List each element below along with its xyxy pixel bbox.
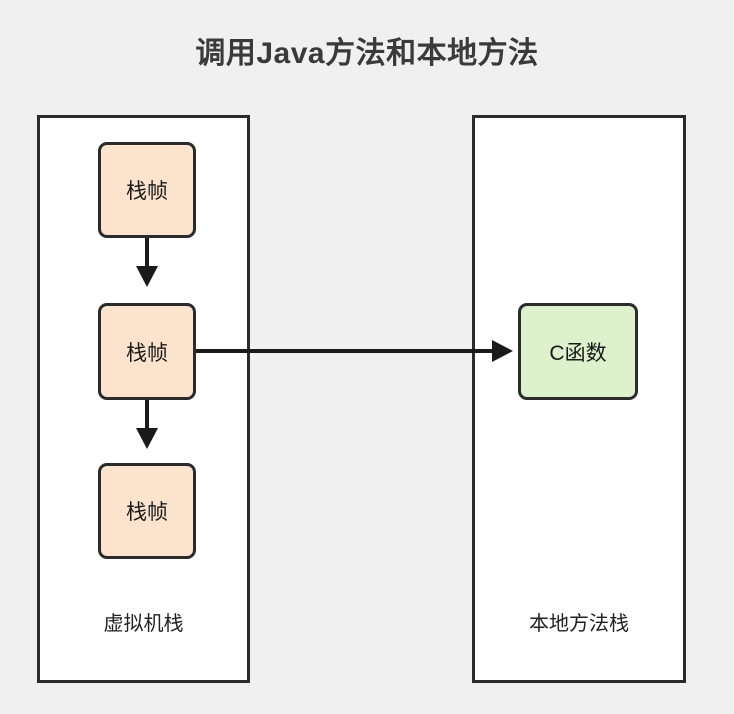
stack-frame-node-2: 栈帧 (98, 303, 196, 400)
native-stack-label: 本地方法栈 (529, 613, 629, 635)
arrow-down-icon (136, 266, 158, 287)
page-title: 调用Java方法和本地方法 (195, 37, 539, 70)
c-function-node: C函数 (518, 303, 638, 400)
arrow-right-icon (492, 340, 513, 362)
edge-frame2-to-frame3-line (145, 400, 149, 432)
edge-frame2-to-cfunction-line (196, 349, 492, 353)
edge-frame1-to-frame2-line (145, 238, 149, 270)
vm-stack-label: 虚拟机栈 (103, 613, 184, 635)
native-stack-container: 本地方法栈 (472, 115, 686, 683)
stack-frame-node-1: 栈帧 (98, 142, 196, 238)
stack-frame-node-3: 栈帧 (98, 463, 196, 559)
arrow-down-icon (136, 428, 158, 449)
